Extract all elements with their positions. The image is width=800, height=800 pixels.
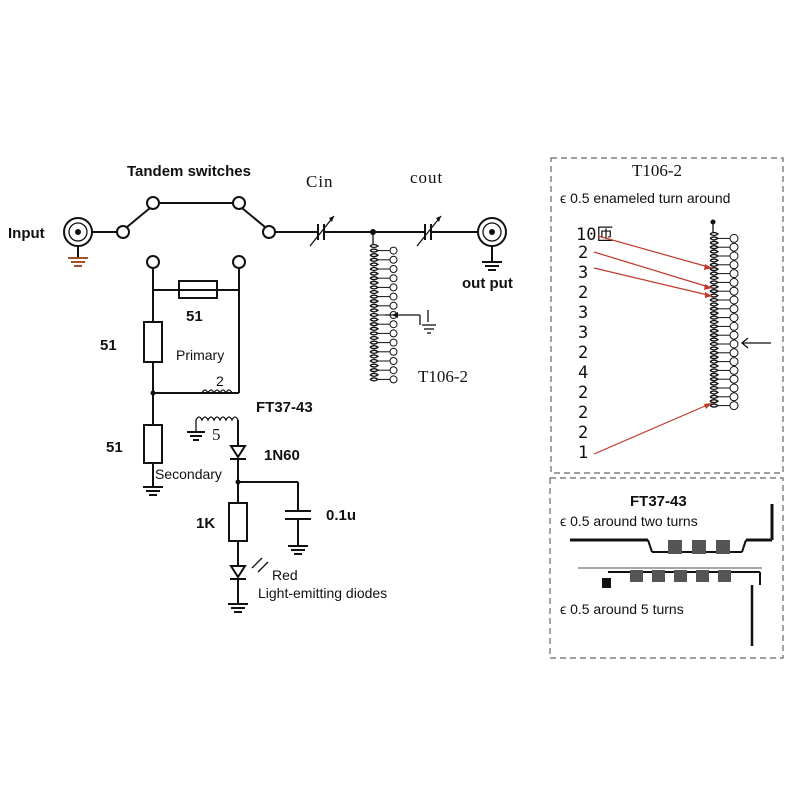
resistor-top-51: [178, 280, 218, 299]
t106-panel-subtitle: ϵ 0.5 enameled turn around: [560, 190, 730, 206]
output-connector: [477, 217, 507, 271]
tandem-switch: [116, 196, 276, 290]
t106-panel-title: T106-2: [632, 161, 682, 180]
r-1k-label: 1K: [196, 515, 215, 532]
ft-panel-border: [549, 477, 784, 659]
ft-core-drawing: [570, 504, 774, 646]
primary-winding: [201, 389, 233, 395]
diode-1n60: [229, 445, 247, 482]
tap-number: 3: [578, 303, 588, 323]
input-connector: [63, 217, 93, 267]
cout-label: cout: [410, 168, 443, 187]
primary-label: Primary: [176, 347, 224, 363]
tap-number: 4: [578, 363, 588, 383]
tap-number: 2: [578, 383, 588, 403]
resistor-left-51: [143, 321, 163, 363]
r-left-value: 51: [100, 337, 117, 354]
input-label: Input: [8, 225, 45, 242]
tap-number: 2: [578, 423, 588, 443]
tap-number: 2: [578, 283, 588, 303]
red-led: [228, 541, 269, 613]
led-label-type: Light-emitting diodes: [258, 585, 387, 601]
tap-number: 2: [578, 243, 588, 263]
t106-panel-arrows: [593, 235, 713, 455]
secondary-turns: 5: [212, 425, 221, 444]
cap-label: 0.1u: [326, 507, 356, 524]
diode-label: 1N60: [264, 447, 300, 464]
tap-number: 1: [578, 443, 588, 463]
tap-number: 2: [578, 403, 588, 423]
t106-tap-numbers: 2 3 2 3 3 2 4 2 2 2 1: [578, 243, 588, 463]
primary-turns: 2: [216, 373, 224, 389]
resistor-1k: [228, 502, 248, 542]
r-lower-value: 51: [106, 439, 123, 456]
r-top-value: 51: [186, 308, 203, 325]
led-label-red: Red: [272, 567, 298, 583]
secondary-label: Secondary: [155, 466, 222, 482]
tap-number: 2: [578, 343, 588, 363]
t106-first-label: 10匝: [576, 225, 613, 245]
capacitor-0-1u: [285, 482, 311, 555]
ft37-label: FT37-43: [256, 399, 313, 416]
resistor-lower-51: [143, 424, 163, 464]
ft-panel-title: FT37-43: [630, 493, 687, 510]
cin-label: Cin: [306, 172, 334, 191]
tap-number: 3: [578, 323, 588, 343]
t106-schematic-label: T106-2: [418, 367, 468, 386]
t106-panel-coil: [709, 219, 771, 411]
output-label: out put: [462, 275, 513, 292]
ft-top-caption: ϵ 0.5 around two turns: [560, 513, 698, 529]
ft-bottom-caption: ϵ 0.5 around 5 turns: [560, 601, 684, 617]
tandem-switches-label: Tandem switches: [127, 163, 251, 180]
secondary-winding: [187, 416, 239, 445]
tap-number: 3: [578, 263, 588, 283]
t106-coil-schematic: [369, 232, 436, 384]
t106-panel-border: [550, 157, 784, 474]
